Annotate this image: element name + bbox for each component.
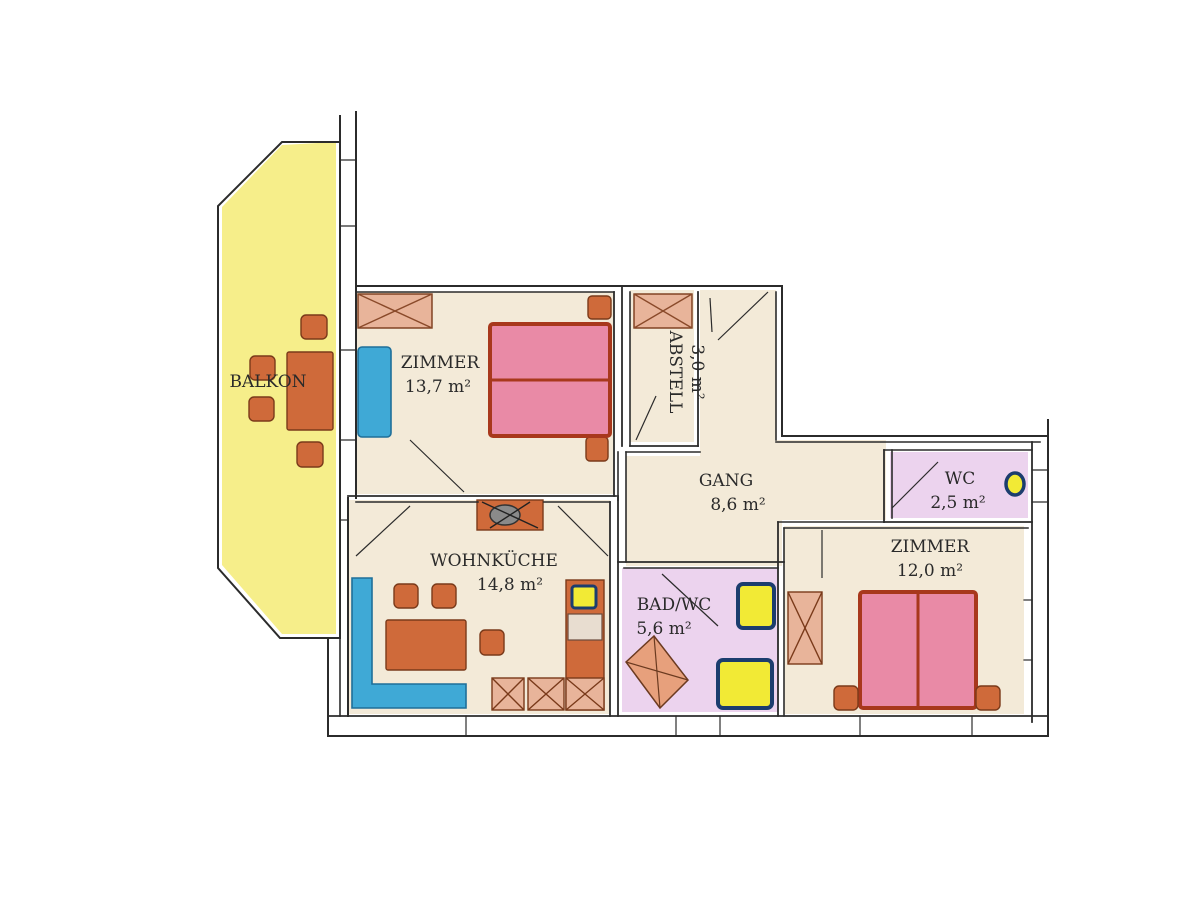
room-name-bad-wc: BAD/WC (637, 595, 712, 615)
dining-chair (431, 583, 457, 609)
stove-icon (489, 504, 521, 526)
room-area-abstell: 3,0 m² (687, 344, 707, 399)
washbasin (736, 582, 776, 630)
kitchen-sink (570, 584, 598, 610)
room-area-wc: 2,5 m² (930, 493, 985, 513)
room-name-wc: WC (945, 469, 975, 489)
dining-table (385, 619, 467, 671)
balcony-table (286, 351, 334, 431)
corner-bench (351, 577, 467, 709)
room-area-zimmer-1: 13,7 m² (405, 377, 471, 397)
kitchen-appliance (567, 613, 603, 641)
room-name-abstell: ABSTELL (665, 330, 685, 414)
room-name-zimmer-2: ZIMMER (891, 537, 971, 557)
toilet (1004, 471, 1026, 497)
room-area-gang: 8,6 m² (710, 495, 765, 515)
nightstand (975, 685, 1001, 711)
nightstand (587, 295, 612, 320)
walls (217, 111, 1049, 737)
dining-chair (479, 629, 505, 656)
dining-chair (393, 583, 419, 609)
shower-tray (716, 658, 774, 710)
nightstand (585, 436, 609, 462)
doors (355, 291, 939, 627)
room-area-bad-wc: 5,6 m² (636, 619, 691, 639)
nightstand (833, 685, 859, 711)
balcony-chair (248, 396, 275, 422)
room-area-zimmer-2: 12,0 m² (897, 561, 963, 581)
balcony-chair (296, 441, 324, 468)
balcony-floor (222, 142, 336, 634)
room-name-wohnkueche: WOHNKÜCHE (430, 550, 558, 571)
desk (357, 346, 392, 438)
furniture (248, 293, 1026, 711)
balcony-chair (300, 314, 328, 340)
room-name-balkon: BALKON (229, 372, 306, 392)
room-area-wohnkueche: 14,8 m² (477, 575, 543, 595)
room-labels: BALKON ZIMMER 13,7 m² ABSTELL 3,0 m² GAN… (229, 330, 985, 639)
room-name-zimmer-1: ZIMMER (401, 353, 481, 373)
balcony-chair (249, 355, 276, 381)
room-name-gang: GANG (699, 471, 753, 491)
gang-floor (626, 290, 886, 566)
balcony-outline (217, 141, 341, 639)
